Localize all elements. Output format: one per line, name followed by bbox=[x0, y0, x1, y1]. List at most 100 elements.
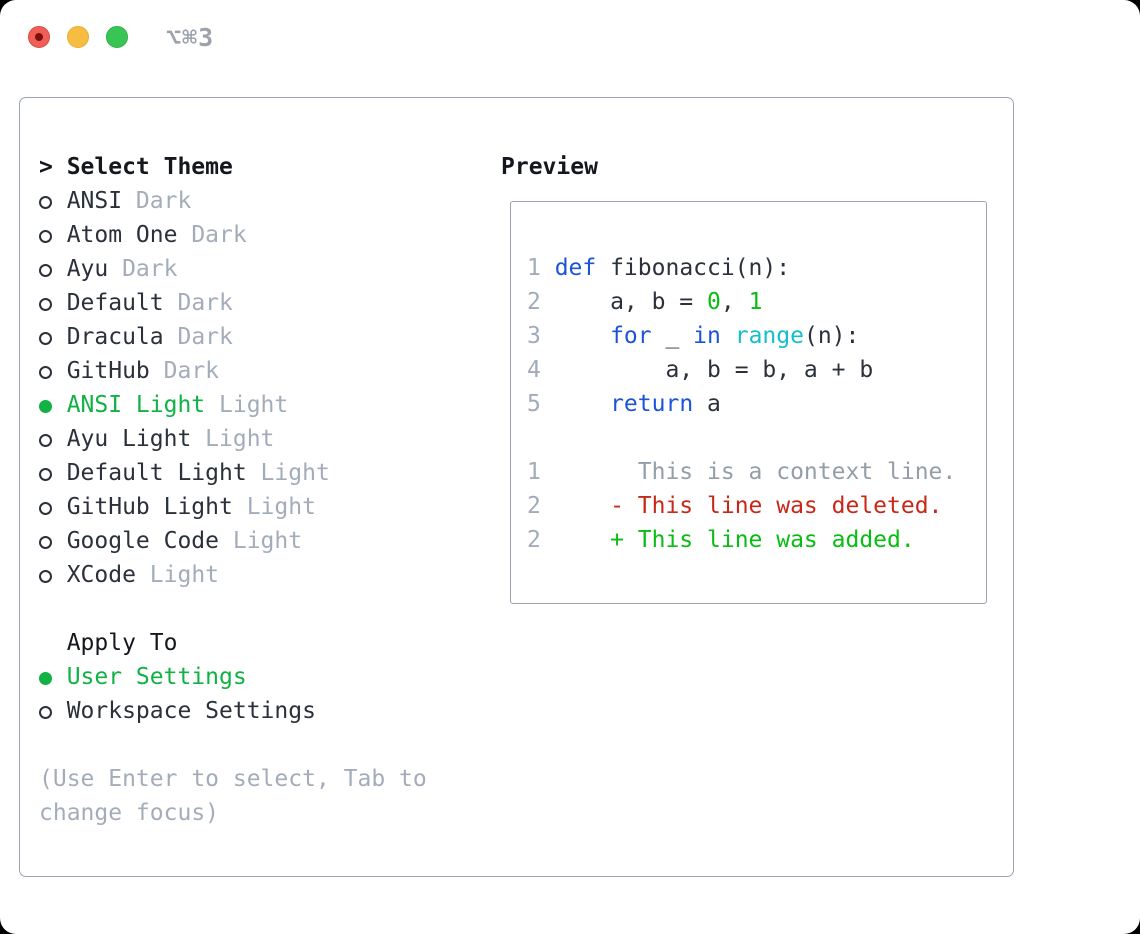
radio-icon bbox=[39, 570, 52, 583]
close-dot-icon bbox=[35, 33, 43, 41]
line-number: 1 bbox=[527, 459, 541, 485]
code-token-number: 1 bbox=[748, 289, 763, 315]
theme-variant: Light bbox=[135, 562, 220, 588]
theme-option[interactable]: ANSI Light Light bbox=[39, 388, 489, 422]
theme-name: ANSI bbox=[66, 188, 123, 214]
radio-icon bbox=[39, 706, 52, 719]
code-token-plain: a bbox=[693, 391, 721, 417]
line-number: 2 bbox=[527, 493, 541, 519]
theme-variant: Light bbox=[219, 528, 303, 554]
theme-option[interactable]: Google Code Light bbox=[39, 524, 489, 558]
code-line bbox=[527, 421, 986, 455]
radio-icon bbox=[39, 264, 52, 277]
spacer bbox=[39, 592, 489, 626]
radio-marker bbox=[39, 218, 67, 252]
prompt-caret: > bbox=[39, 154, 53, 180]
titlebar: ⌥⌘3 bbox=[0, 0, 1140, 74]
radio-selected-icon bbox=[39, 672, 52, 685]
radio-icon bbox=[39, 230, 52, 243]
theme-name: Default Light bbox=[66, 460, 247, 486]
radio-marker bbox=[39, 286, 67, 320]
theme-variant: Dark bbox=[163, 324, 233, 350]
radio-marker bbox=[39, 422, 67, 456]
apply-to-option[interactable]: User Settings bbox=[39, 660, 489, 694]
radio-marker bbox=[39, 490, 67, 524]
theme-name: Ayu Light bbox=[66, 426, 192, 452]
code-line: 2 + This line was added. bbox=[527, 523, 986, 557]
code-token-context: This is a context line. bbox=[554, 459, 957, 485]
code-token-keyword: def bbox=[554, 255, 597, 281]
theme-variant: Dark bbox=[122, 188, 192, 214]
theme-option[interactable]: Default Dark bbox=[39, 286, 489, 320]
code-line: 1 def fibonacci(n): bbox=[527, 251, 986, 285]
radio-icon bbox=[39, 366, 52, 379]
radio-icon bbox=[39, 468, 52, 481]
code-token-plain: a, b = bbox=[554, 289, 708, 315]
code-token-keyword: for bbox=[610, 323, 652, 349]
apply-to-title: Apply To bbox=[66, 630, 178, 656]
theme-option[interactable]: ANSI Dark bbox=[39, 184, 489, 218]
code-line: 4 a, b = b, a + b bbox=[527, 353, 986, 387]
radio-marker bbox=[39, 558, 67, 592]
line-number: 2 bbox=[527, 527, 541, 553]
code-token-plain: _ bbox=[651, 323, 694, 349]
radio-marker bbox=[39, 660, 67, 694]
code-token-plain: a, b = b, a + b bbox=[554, 357, 874, 383]
code-line: 5 return a bbox=[527, 387, 986, 421]
theme-variant: Light bbox=[232, 494, 316, 520]
theme-variant: Light bbox=[191, 426, 275, 452]
theme-name: ANSI Light bbox=[66, 392, 206, 418]
theme-variant: Light bbox=[246, 460, 330, 486]
line-number: 1 bbox=[527, 255, 541, 281]
theme-option[interactable]: Atom One Dark bbox=[39, 218, 489, 252]
line-number: 4 bbox=[527, 357, 541, 383]
minimize-button[interactable] bbox=[67, 26, 89, 48]
radio-icon bbox=[39, 332, 52, 345]
theme-option[interactable]: Ayu Dark bbox=[39, 252, 489, 286]
spacer bbox=[39, 728, 489, 762]
radio-marker bbox=[39, 354, 67, 388]
keyboard-hint: (Use Enter to select, Tab to change focu… bbox=[39, 766, 427, 826]
radio-icon bbox=[39, 298, 52, 311]
radio-marker bbox=[39, 388, 67, 422]
radio-marker bbox=[39, 694, 67, 728]
theme-variant: Dark bbox=[163, 290, 233, 316]
code-token-added: + This line was added. bbox=[554, 527, 915, 553]
line-number: 5 bbox=[527, 391, 541, 417]
theme-name: Atom One bbox=[66, 222, 178, 248]
theme-variant: Dark bbox=[177, 222, 247, 248]
theme-name: Dracula bbox=[66, 324, 164, 350]
select-theme-title: Select Theme bbox=[66, 154, 233, 180]
radio-selected-icon bbox=[39, 400, 52, 413]
theme-variant: Dark bbox=[149, 358, 220, 384]
code-token-number: 0 bbox=[707, 289, 721, 315]
zoom-button[interactable] bbox=[106, 26, 128, 48]
radio-icon bbox=[39, 502, 52, 515]
apply-to-option[interactable]: Workspace Settings bbox=[39, 694, 489, 728]
theme-option[interactable]: GitHub Dark bbox=[39, 354, 489, 388]
theme-option[interactable]: Dracula Dark bbox=[39, 320, 489, 354]
theme-option[interactable]: GitHub Light Light bbox=[39, 490, 489, 524]
apply-to-label: User Settings bbox=[66, 664, 247, 690]
close-button[interactable] bbox=[28, 26, 50, 48]
theme-option[interactable]: Default Light Light bbox=[39, 456, 489, 490]
code-token-plain bbox=[721, 323, 735, 349]
code-token-builtin: range bbox=[734, 323, 804, 349]
code-line: 1 This is a context line. bbox=[527, 455, 986, 489]
radio-icon bbox=[39, 434, 52, 447]
theme-option[interactable]: XCode Light bbox=[39, 558, 489, 592]
line-number: 2 bbox=[527, 289, 541, 315]
radio-icon bbox=[39, 536, 52, 549]
theme-option[interactable]: Ayu Light Light bbox=[39, 422, 489, 456]
radio-marker bbox=[39, 320, 67, 354]
code-token-plain: fibonacci(n): bbox=[596, 255, 791, 281]
radio-marker bbox=[39, 456, 67, 490]
code-token-plain bbox=[555, 323, 610, 349]
